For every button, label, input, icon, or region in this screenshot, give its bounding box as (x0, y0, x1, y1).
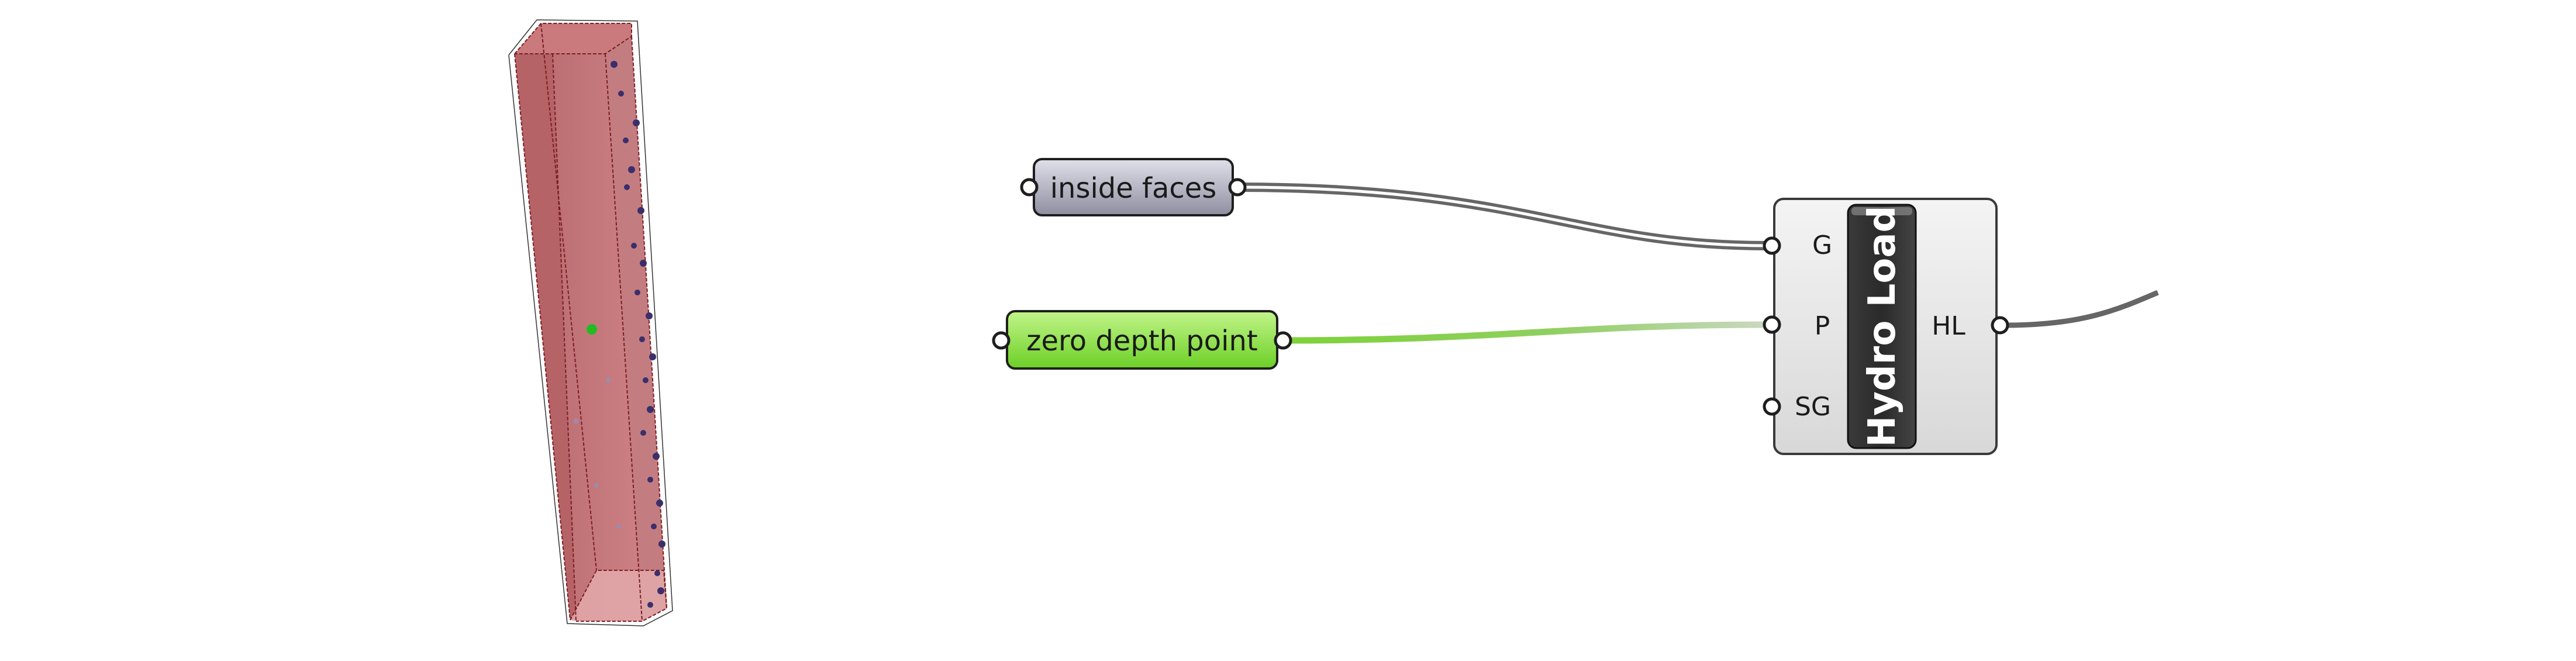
input-label-p: P (1815, 311, 1830, 341)
output-grip-hl[interactable] (1991, 316, 2009, 335)
wire-zero-depth-point-to-p (1286, 321, 1767, 344)
column-outline (508, 19, 673, 626)
input-grip-p[interactable] (1763, 315, 1781, 334)
column-right-face (605, 36, 667, 621)
column-front-face (553, 54, 642, 621)
hydro-load-title-sheen (1851, 207, 1912, 215)
zero-depth-point-preview (587, 324, 597, 335)
input-label-sg: SG (1795, 392, 1831, 422)
wires (1239, 183, 2159, 344)
column-box (508, 19, 673, 626)
zero-depth-point-output-grip[interactable] (1274, 331, 1292, 350)
wire-hl-output (2004, 290, 2159, 328)
inside-faces-output-grip[interactable] (1228, 178, 1247, 197)
node-zero-depth-point[interactable]: zero depth point (992, 310, 1292, 370)
inside-faces-input-grip[interactable] (1020, 178, 1039, 197)
wire-inside-faces-to-g-highlight (1239, 185, 1767, 247)
inside-faces-label: inside faces (1050, 172, 1217, 205)
wire-inside-faces-to-g (1239, 183, 1767, 250)
node-inside-faces[interactable]: inside faces (1020, 158, 1247, 216)
output-label-hl: HL (1932, 311, 1965, 341)
zero-depth-point-input-grip[interactable] (992, 331, 1011, 350)
input-grip-g[interactable] (1763, 236, 1781, 255)
column-top-face (515, 23, 632, 54)
input-grip-sg[interactable] (1763, 397, 1781, 416)
zero-depth-point-label: zero depth point (1026, 325, 1257, 357)
node-hydro-load[interactable]: Hydro Load G P SG HL (1763, 198, 2009, 455)
viewport-preview (508, 19, 673, 626)
hydro-load-title: Hydro Load (1861, 206, 1904, 447)
column-bottom-face (570, 570, 667, 621)
mesh-points (574, 61, 665, 608)
column-left-face (515, 54, 576, 620)
column-edges (514, 23, 668, 622)
hydro-load-title-strip[interactable] (1847, 204, 1917, 449)
input-label-g: G (1812, 230, 1832, 260)
